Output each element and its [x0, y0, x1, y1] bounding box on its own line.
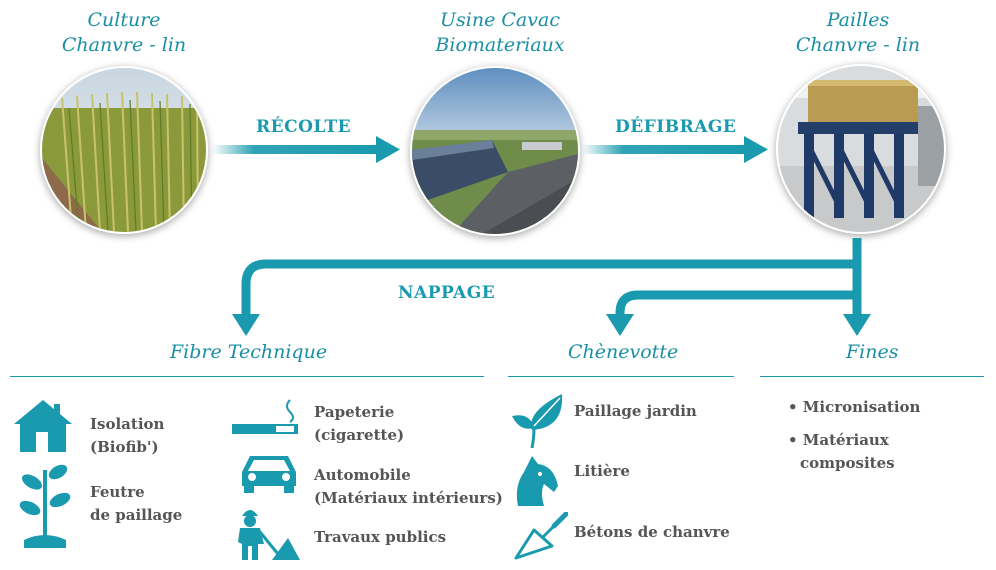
fibre-item-automobile-line2: (Matériaux intérieurs) — [314, 489, 503, 507]
flow-label-recolte: RÉCOLTE — [256, 117, 352, 137]
flow-label-defibrage: DÉFIBRAGE — [615, 117, 737, 137]
fibre-item-automobile: Automobile (Matériaux intérieurs) — [314, 464, 503, 510]
flow-label-nappage: NAPPAGE — [398, 283, 496, 303]
horse-head-icon — [516, 456, 558, 506]
column-divider-fines — [760, 376, 984, 377]
column-divider-chenevotte — [508, 376, 734, 377]
step-pailles-title: Pailles Chanvre - lin — [778, 8, 938, 58]
step-culture-title-line2: Chanvre - lin — [61, 34, 187, 56]
step-pailles-title-line2: Chanvre - lin — [795, 34, 921, 56]
column-title-chenevotte: Chènevotte — [568, 341, 679, 363]
photo-hemp-field — [40, 66, 208, 234]
fines-item-materiaux-line1: • Matériaux — [788, 431, 889, 449]
column-title-fibre-technique: Fibre Technique — [170, 341, 328, 363]
fibre-item-papeterie-line1: Papeterie — [314, 403, 395, 421]
step-usine-title-line1: Usine Cavac — [440, 9, 560, 31]
fibre-item-isolation: Isolation (Biofib') — [90, 413, 164, 459]
fibre-item-automobile-line1: Automobile — [314, 466, 411, 484]
leaf-icon — [512, 394, 563, 448]
arrow-recolte — [212, 136, 400, 163]
fibre-item-papeterie-line2: (cigarette) — [314, 426, 405, 444]
fines-item-micronisation: • Micronisation — [788, 396, 920, 419]
step-culture-title: Culture Chanvre - lin — [44, 8, 204, 58]
column-divider-fibre — [10, 376, 484, 377]
fibre-item-isolation-line2: (Biofib') — [90, 438, 159, 456]
arrowhead-chenevotte — [606, 314, 634, 336]
step-usine-title-line2: Biomateriaux — [435, 34, 565, 56]
trowel-icon — [514, 512, 568, 560]
chenevotte-item-litiere: Litière — [574, 462, 630, 480]
fibre-item-feutre: Feutre de paillage — [90, 481, 182, 527]
car-icon — [242, 456, 296, 493]
fines-item-materiaux-line2: composites — [800, 454, 895, 472]
seedling-icon — [19, 464, 71, 548]
fibre-item-travaux-line1: Travaux publics — [314, 528, 447, 546]
house-icon — [14, 400, 72, 452]
cigarette-icon — [232, 399, 298, 434]
fines-item-micronisation-line1: • Micronisation — [788, 398, 921, 416]
step-usine-title: Usine Cavac Biomateriaux — [410, 8, 590, 58]
fibre-item-feutre-line1: Feutre — [90, 483, 145, 501]
arrowhead-fibre — [232, 314, 260, 336]
fibre-item-papeterie: Papeterie (cigarette) — [314, 401, 404, 447]
step-pailles-title-line1: Pailles — [826, 9, 890, 31]
fibre-item-isolation-line1: Isolation — [90, 415, 165, 433]
fibre-item-travaux: Travaux publics — [314, 526, 446, 549]
chenevotte-item-paillage: Paillage jardin — [574, 402, 697, 420]
arrowhead-fines — [843, 314, 871, 336]
photo-straw-machine — [776, 64, 946, 234]
connector-trunk — [241, 238, 862, 316]
column-title-fines: Fines — [846, 341, 899, 363]
fines-item-materiaux: • Matériaux composites — [788, 429, 895, 475]
chenevotte-item-betons: Bétons de chanvre — [574, 523, 730, 541]
construction-worker-icon — [238, 510, 300, 560]
arrow-defibrage — [582, 136, 768, 163]
fibre-item-feutre-line2: de paillage — [90, 506, 183, 524]
step-culture-title-line1: Culture — [87, 9, 161, 31]
